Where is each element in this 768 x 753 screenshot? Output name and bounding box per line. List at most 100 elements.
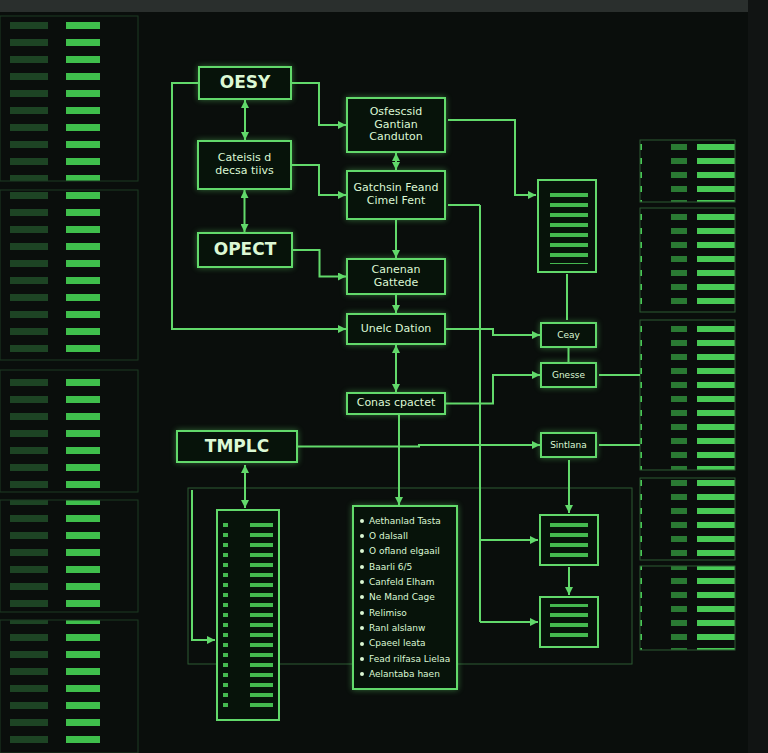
bullet-dot (360, 549, 364, 553)
process-box: Unelc Dation (346, 313, 446, 345)
text-row: Cateisis d decsa tiivs (204, 152, 285, 177)
bullet-dot (360, 642, 364, 646)
list-item: Ne Mand Cage (369, 592, 435, 602)
flow-arrow (292, 165, 346, 195)
process-box: Gnesse (540, 362, 597, 388)
left-panels (0, 16, 138, 753)
text-row: Relimiso (360, 608, 407, 618)
wire (566, 274, 568, 320)
wire (480, 621, 538, 623)
right-panels (640, 140, 735, 650)
screen-area (0, 0, 748, 753)
box-label: Osfescsid Gantian Canduton (353, 106, 439, 144)
text-row: Canfeld Elham (360, 577, 434, 587)
text-row: Gnesse (552, 370, 585, 380)
list-item: Cpaeel leata (369, 638, 426, 648)
flow-arrow (568, 348, 570, 362)
box-label: Gatchsin Feand Cimel Fent (353, 182, 439, 207)
text-row: Baarli 6/5 (360, 562, 412, 572)
data-panel (640, 478, 735, 560)
process-box: Osfescsid Gantian Canduton (346, 97, 446, 153)
flow-arrow (292, 83, 346, 125)
bullet-dot (360, 626, 364, 630)
bullet-dot (360, 580, 364, 584)
list-item: O ofland elgaail (369, 546, 440, 556)
wire (479, 205, 481, 622)
text-row: Ceay (557, 330, 580, 340)
data-panel (640, 320, 735, 470)
flow-arrow (244, 100, 246, 140)
flow-arrow (395, 220, 397, 258)
process-box: OESY (198, 66, 292, 100)
list-item: Fead rilfasa Lielaa (369, 654, 450, 664)
list-item: Aethanlad Tasta (369, 516, 441, 526)
detail-box (540, 597, 598, 647)
text-row: Gatchsin Feand Cimel Fent (353, 182, 439, 207)
flow-arrow (293, 250, 346, 277)
text-row: O dalsall (360, 531, 408, 541)
wire (448, 204, 480, 206)
box-label: Gnesse (552, 370, 585, 380)
text-row: Conas cpactet (357, 397, 436, 410)
box-label: OPECT (214, 240, 277, 260)
process-box: Ceay (540, 322, 597, 348)
box-label: Unelc Dation (361, 323, 432, 336)
process-box: OPECT (197, 232, 293, 268)
text-row: Sintlana (550, 440, 587, 450)
bullet-dot (360, 595, 364, 599)
list-item: Canfeld Elham (369, 577, 434, 587)
text-row: Osfescsid Gantian Canduton (353, 106, 439, 144)
text-row: Cpaeel leata (360, 638, 426, 648)
text-row: Ne Mand Cage (360, 592, 435, 602)
text-row: Aethanlad Tasta (360, 516, 441, 526)
detail-lines (546, 604, 592, 640)
wire (192, 490, 215, 640)
bullet-dot (360, 519, 364, 523)
text-row: Unelc Dation (361, 323, 432, 336)
list-box: Aethanlad Tasta O dalsall O ofland elgaail… (352, 505, 458, 690)
bullet-dot (360, 611, 364, 615)
box-label: Sintlana (550, 440, 587, 450)
box-label: Conas cpactet (357, 397, 436, 410)
box-label: Ceay (557, 330, 580, 340)
flow-arrow (446, 329, 540, 335)
data-panel (640, 566, 735, 650)
text-row: Ranl alslanw (360, 623, 425, 633)
bullet-dot (360, 565, 364, 569)
data-panel (0, 620, 138, 753)
flow-arrow (395, 345, 397, 392)
detail-lines (546, 522, 592, 558)
text-row: Fead rilfasa Lielaa (360, 654, 450, 664)
text-row: O ofland elgaail (360, 546, 440, 556)
process-box: Conas cpactet (346, 392, 446, 415)
detail-lines (546, 188, 588, 264)
data-panel (0, 16, 138, 181)
wire (599, 374, 640, 376)
window-bar (0, 0, 748, 12)
list-item: Baarli 6/5 (369, 562, 412, 572)
flow-arrow (244, 190, 246, 232)
data-panel (0, 500, 138, 612)
data-panel (640, 208, 735, 312)
wire (480, 539, 538, 541)
wire (568, 460, 570, 513)
wire (599, 444, 640, 446)
detail-box (540, 515, 598, 565)
text-row: TMPLC (205, 437, 269, 457)
process-box: Cateisis d decsa tiivs (197, 140, 292, 190)
data-panel (640, 140, 735, 202)
box-label: OESY (220, 73, 271, 93)
data-panel (0, 190, 138, 360)
flow-arrow (395, 295, 397, 313)
text-row: OPECT (214, 240, 277, 260)
flow-arrow (398, 415, 400, 505)
bullet-dot (360, 672, 364, 676)
flow-arrow (446, 375, 540, 404)
list-item: Relimiso (369, 608, 407, 618)
data-panel (0, 370, 138, 492)
box-label: Cateisis d decsa tiivs (204, 152, 285, 177)
detail-box (217, 510, 279, 720)
process-box: Gatchsin Feand Cimel Fent (346, 170, 446, 220)
box-label: TMPLC (205, 437, 269, 457)
